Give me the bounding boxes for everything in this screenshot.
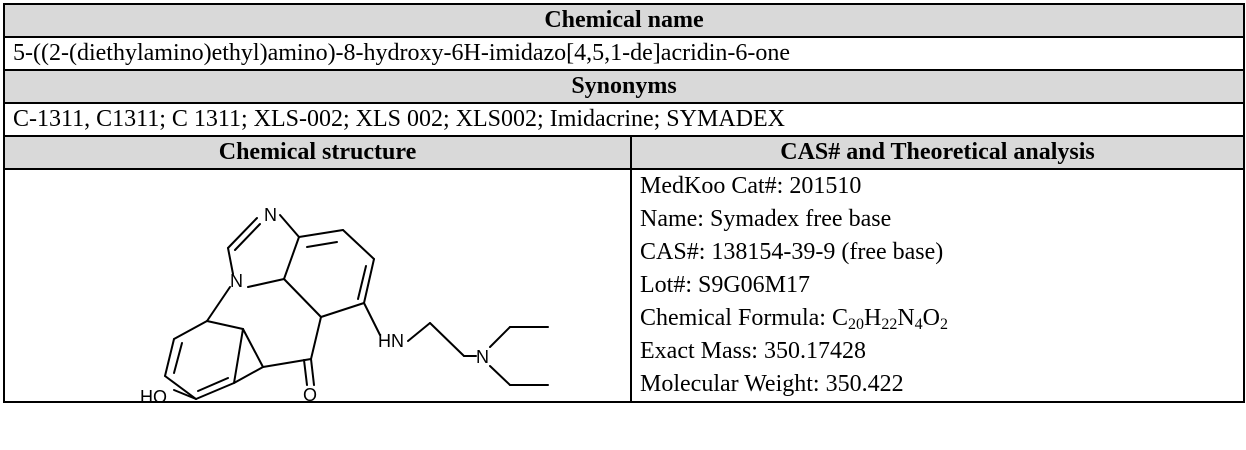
synonyms-header-row: Synonyms: [3, 69, 1245, 104]
bond: [406, 321, 431, 342]
cas-number: CAS#: 138154-39-9 (free base): [640, 239, 944, 265]
chemical-structure-header: Chemical structure: [3, 135, 632, 170]
formula-count: 2: [940, 316, 949, 333]
exact-mass: Exact Mass: 350.17428: [640, 338, 866, 364]
chemical-name-row: 5-((2-(diethylamino)ethyl)amino)-8-hydro…: [3, 36, 1245, 71]
bond: [205, 319, 244, 330]
synonyms-row: C-1311, C1311; C 1311; XLS-002; XLS 002;…: [3, 102, 1245, 137]
formula-element: O: [922, 305, 941, 331]
bond: [309, 315, 322, 360]
lot-number: Lot#: S9G06M17: [640, 272, 811, 298]
bond: [246, 277, 285, 288]
bond: [172, 319, 208, 340]
synonyms-value: C-1311, C1311; C 1311; XLS-002; XLS 002;…: [3, 102, 1245, 137]
chemical-name-value: 5-((2-(diethylamino)ethyl)amino)-8-hydro…: [3, 36, 1245, 71]
formula-label: Chemical Formula:: [640, 305, 832, 331]
compound-name: Name: Symadex free base: [640, 206, 892, 232]
bond: [226, 246, 234, 275]
formula-count: 4: [914, 316, 923, 333]
catalog-number: MedKoo Cat#: 201510: [640, 173, 862, 199]
bond: [488, 364, 511, 386]
bond: [282, 277, 322, 318]
bond: [297, 228, 344, 238]
bond: [232, 327, 244, 384]
atom-label-n: N: [230, 271, 243, 291]
atom-label-hn: HN: [378, 331, 404, 351]
bond: [241, 327, 264, 368]
chemical-structure-cell: N N O HO HN N: [3, 168, 632, 403]
cas-analysis-cell: MedKoo Cat#: 201510 Name: Symadex free b…: [630, 168, 1245, 403]
formula-element: N: [897, 305, 915, 331]
synonyms-header: Synonyms: [3, 69, 1245, 104]
bond: [362, 257, 375, 304]
chemical-name-header-row: Chemical name: [3, 3, 1245, 38]
bond: [261, 357, 312, 368]
bond: [319, 301, 365, 318]
cas-analysis-header: CAS# and Theoretical analysis: [630, 135, 1245, 170]
atom-label-n: N: [264, 205, 277, 225]
atom-label-o: O: [303, 385, 317, 401]
bond: [172, 341, 183, 374]
formula-count: 20: [847, 316, 864, 333]
bond: [282, 235, 300, 280]
chemical-name-header: Chemical name: [3, 3, 1245, 38]
bond: [278, 213, 300, 238]
atom-label-n: N: [476, 347, 489, 367]
formula-element: H: [863, 305, 882, 331]
bond: [488, 325, 511, 348]
bond: [341, 228, 375, 260]
formula-count: 22: [881, 316, 898, 333]
bond: [309, 357, 315, 386]
bond: [194, 381, 235, 400]
bond: [226, 216, 258, 249]
bond: [428, 321, 465, 357]
chemical-structure-drawing: N N O HO HN N: [140, 205, 549, 401]
compound-info-table: Chemical name 5-((2-(diethylamino)ethyl)…: [3, 3, 1245, 403]
bond: [233, 222, 261, 251]
bond: [163, 374, 197, 400]
molecular-weight: Molecular Weight: 350.422: [640, 371, 904, 397]
bond: [232, 365, 264, 384]
chemical-formula: Chemical Formula: C20H22N4O2: [640, 302, 1235, 335]
bond: [205, 285, 231, 322]
formula-element: C: [831, 305, 848, 331]
bond: [362, 301, 381, 336]
atom-label-ho: HO: [140, 387, 167, 401]
section-header-row: Chemical structure CAS# and Theoretical …: [3, 135, 1245, 170]
bond: [172, 388, 197, 400]
bond: [163, 337, 175, 377]
bond: [196, 376, 229, 392]
bond: [305, 240, 338, 248]
bond: [302, 358, 308, 386]
content-row: N N O HO HN N MedKoo Cat#: 201510 Name: …: [3, 168, 1245, 403]
bond: [356, 264, 367, 300]
